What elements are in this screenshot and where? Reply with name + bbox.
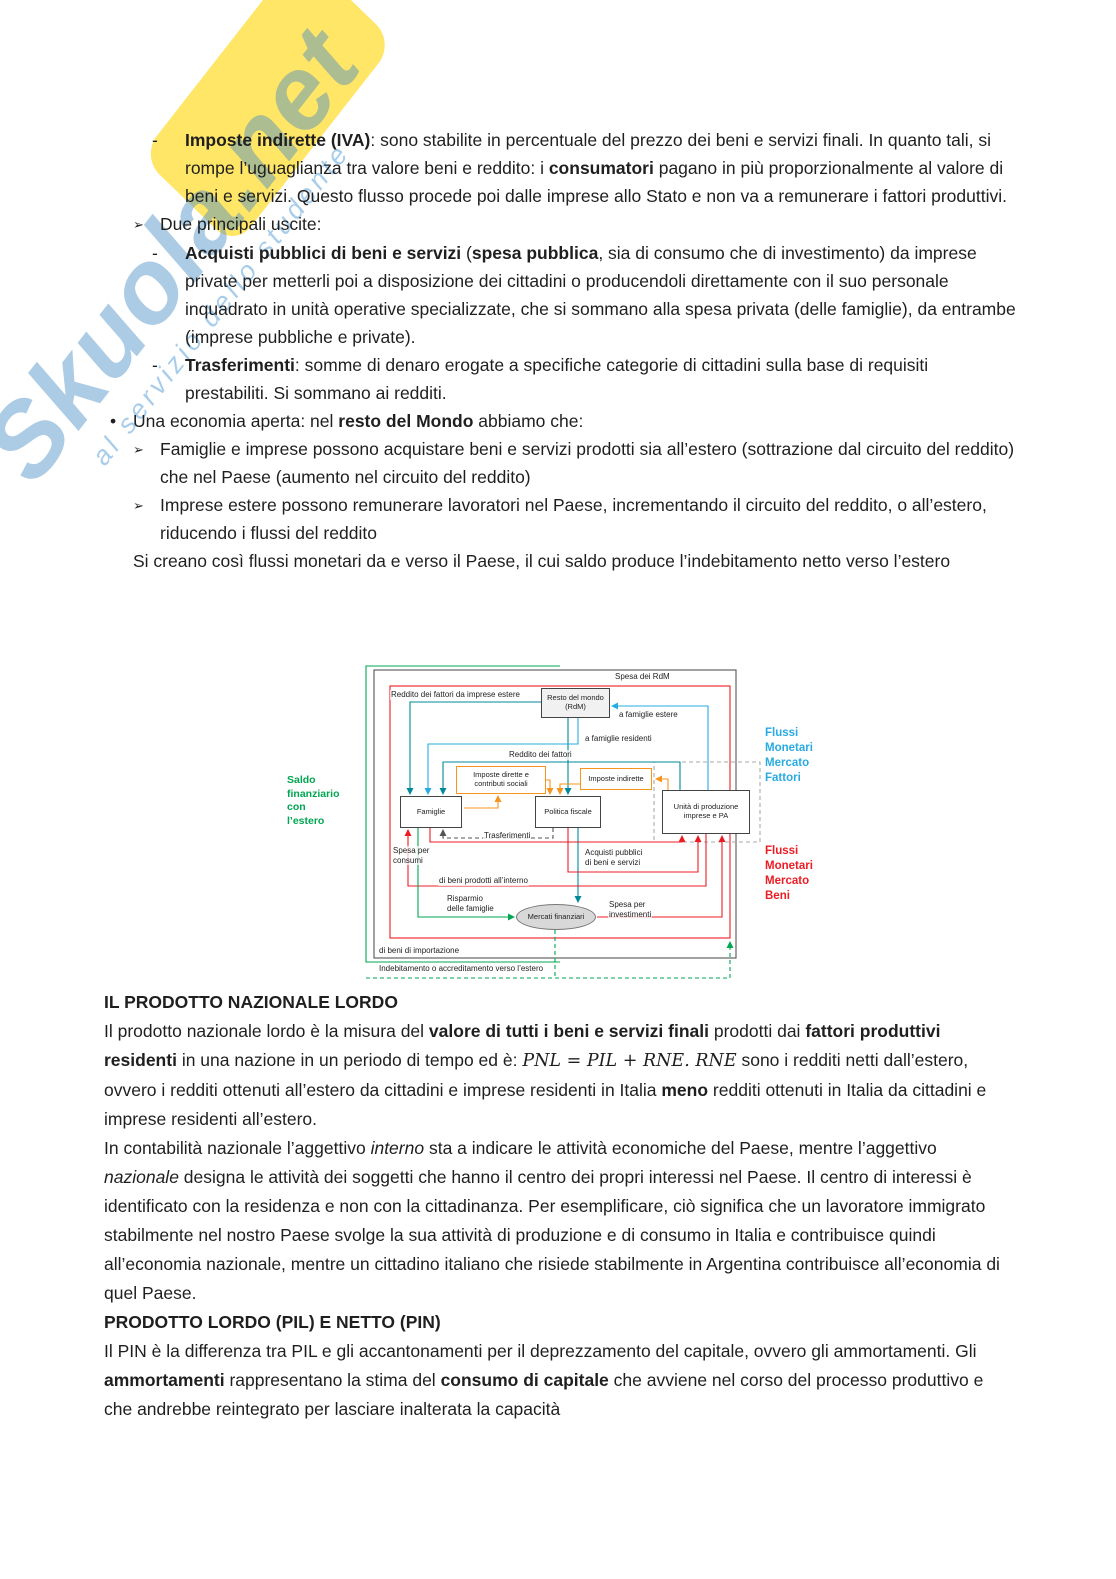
- label-saldo-finanziario-estero: Saldo finanziario con l’estero: [287, 774, 340, 827]
- list-item-text: Imprese estere possono remunerare lavora…: [160, 495, 987, 543]
- label-indebitamento-estero: Indebitamento o accreditamento verso l’e…: [378, 964, 545, 974]
- list-item-text: Famiglie e imprese possono acquistare be…: [160, 439, 1015, 487]
- paragraph-pin: Il PIN è la differenza tra PIL e gli acc…: [104, 1341, 984, 1419]
- diagram-box-famiglie: Famiglie: [400, 796, 462, 828]
- paragraph-pnl: Il prodotto nazionale lordo è la misura …: [104, 1021, 987, 1129]
- notes-list: - Imposte indirette (IVA): sono stabilit…: [104, 126, 1016, 575]
- list-item-trasferimenti: - Trasferimenti: somme di denaro erogate…: [104, 351, 1016, 407]
- bullet-marker: •: [110, 411, 117, 431]
- label-spesa-rdm: Spesa dei RdM: [614, 672, 671, 682]
- dash-marker: -: [152, 130, 158, 150]
- arrow-marker: ➢: [133, 442, 144, 457]
- label-spesa-per-consumi: Spesa per consumi: [392, 846, 431, 866]
- section-heading-prodotto-nazionale-lordo: IL PRODOTTO NAZIONALE LORDO: [104, 992, 398, 1012]
- label-spesa-investimenti: Spesa per investimenti: [608, 900, 653, 920]
- diagram-box-imposte-dirette: Imposte dirette e contributi sociali: [456, 766, 546, 794]
- list-item-text: Una economia aperta: nel resto del Mondo…: [133, 411, 584, 431]
- label-beni-prodotti-interno: di beni prodotti all’interno: [438, 876, 529, 886]
- list-item-text: Acquisti pubblici di beni e servizi (spe…: [185, 243, 1016, 347]
- label-reddito-dei-fattori: Reddito dei fattori: [508, 750, 573, 760]
- diagram-box-resto-del-mondo: Resto del mondo (RdM): [541, 688, 610, 718]
- diagram-box-imposte-indirette: Imposte indirette: [580, 768, 652, 790]
- label-flussi-monetari-beni: Flussi Monetari Mercato Beni: [765, 845, 813, 902]
- list-item-text: Imposte indirette (IVA): sono stabilite …: [185, 130, 1007, 206]
- dash-marker: -: [152, 243, 158, 263]
- label-risparmio-famiglie: Risparmio delle famiglie: [446, 894, 495, 914]
- label-trasferimenti: Trasferimenti: [483, 831, 532, 841]
- label-acquisti-pubblici: Acquisti pubblici di beni e servizi: [584, 848, 644, 868]
- list-item-imposte-indirette: - Imposte indirette (IVA): sono stabilit…: [104, 126, 1016, 210]
- arrow-marker: ➢: [133, 498, 144, 513]
- label-flussi-monetari-fattori: Flussi Monetari Mercato Fattori: [765, 727, 813, 784]
- label-reddito-fattori-imprese-estere: Reddito dei fattori da imprese estere: [390, 690, 521, 700]
- list-item-flussi-monetari: Si creano così flussi monetari da e vers…: [104, 547, 1016, 575]
- list-item-due-uscite: ➢ Due principali uscite:: [104, 210, 1016, 239]
- arrow-marker: ➢: [133, 217, 144, 232]
- list-item-famiglie-imprese: ➢ Famiglie e imprese possono acquistare …: [104, 435, 1016, 491]
- list-item-text: Trasferimenti: somme di denaro erogate a…: [185, 355, 929, 403]
- list-item-economia-aperta: • Una economia aperta: nel resto del Mon…: [104, 407, 1016, 435]
- list-item-acquisti-pubblici: - Acquisti pubblici di beni e servizi (s…: [104, 239, 1016, 351]
- label-a-famiglie-estere: a famiglie estere: [618, 710, 679, 720]
- list-item-imprese-estere: ➢ Imprese estere possono remunerare lavo…: [104, 491, 1016, 547]
- diagram-box-unita-produzione: Unità di produzione imprese e PA: [662, 790, 750, 834]
- diagram-box-politica-fiscale: Politica fiscale: [535, 796, 601, 828]
- list-item-text: Si creano così flussi monetari da e vers…: [133, 551, 951, 571]
- label-a-famiglie-residenti: a famiglie residenti: [584, 734, 653, 744]
- list-item-text: Due principali uscite:: [160, 214, 322, 234]
- label-beni-importazione: di beni di importazione: [378, 946, 461, 956]
- diagram-box-mercati-finanziari: Mercati finanziari: [516, 904, 596, 930]
- body-text: IL PRODOTTO NAZIONALE LORDO Il prodotto …: [104, 988, 1016, 1424]
- paragraph-interno-nazionale: In contabilità nazionale l’aggettivo int…: [104, 1138, 1000, 1303]
- section-heading-pil-pin: PRODOTTO LORDO (PIL) E NETTO (PIN): [104, 1312, 441, 1332]
- circular-flow-diagram: Resto del mondo (RdM) Famiglie Politica …: [278, 656, 846, 988]
- dash-marker: -: [152, 355, 158, 375]
